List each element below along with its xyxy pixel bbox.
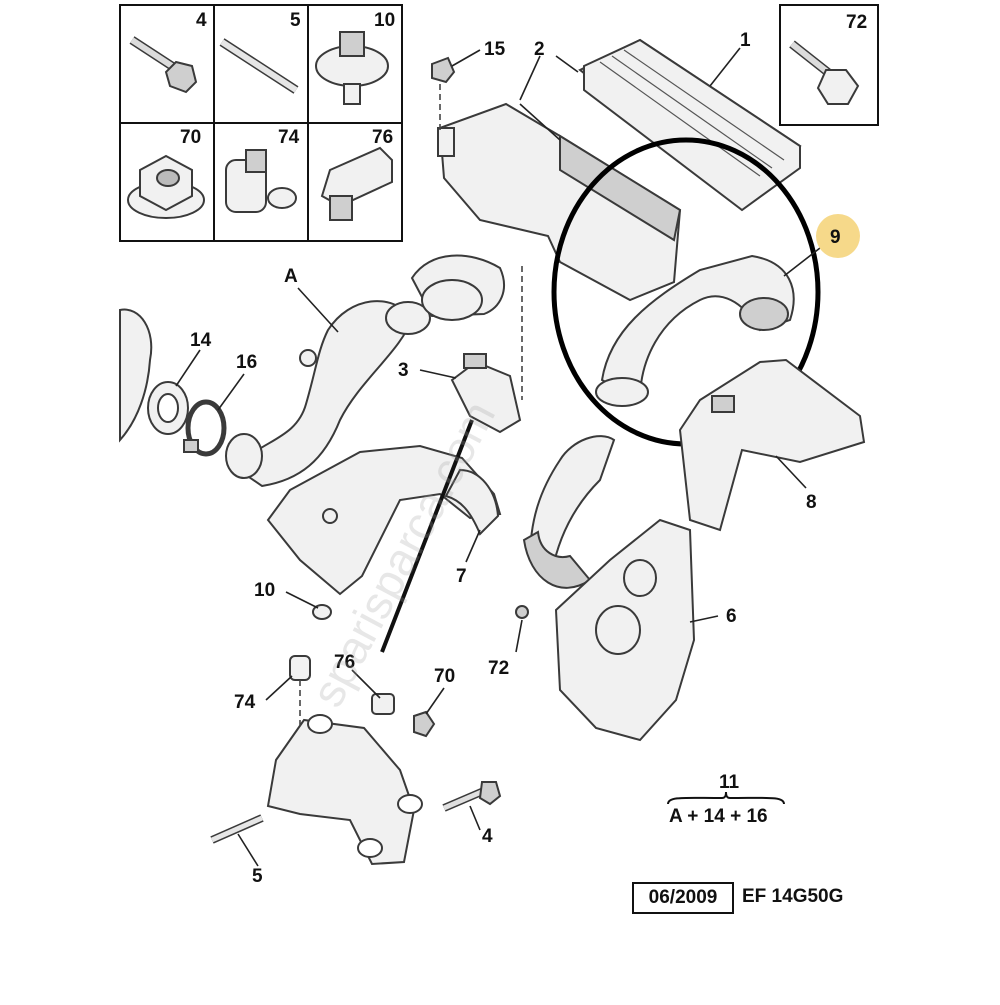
bracket-clip-icon [320,146,393,221]
callout-16: 16 [236,352,257,373]
grid-cell-72 [779,4,879,126]
sensor-3 [450,353,522,434]
grid-label-74: 74 [278,127,300,148]
callout-4: 4 [482,826,493,847]
bolt-4-lower [442,781,502,812]
clip-76-lower [371,693,395,715]
grid-label-4: 4 [196,10,207,31]
diagram-reference: EF 14G50G [742,886,844,907]
callout-70: 70 [434,666,455,687]
kit-number: 11 [719,772,740,793]
support-bracket [266,714,423,866]
intake-duct-7 [266,444,502,596]
air-duct-9 [595,254,795,407]
mass-airflow-housing [410,254,523,400]
grid-label-72: 72 [846,12,867,33]
bolt-icon [129,36,198,94]
air-filter-element [578,38,802,212]
callout-14: 14 [190,330,212,351]
stud-icon [219,38,299,94]
kit-brace [667,792,785,805]
hose-clip-icon [225,149,297,213]
callout-A: A [284,266,298,287]
callout-1: 1 [740,30,751,51]
callout-9: 9 [830,227,841,248]
nut-70-lower [413,710,436,738]
assembly-pointer [380,419,474,653]
callout-76: 76 [334,652,355,673]
bracket-6 [554,518,696,742]
callout-7: 7 [456,566,467,587]
corrugated-pipe [522,435,616,589]
revision-date: 06/2009 [632,882,734,914]
screw-72-lower [515,605,529,619]
nut-15-icon [431,56,456,130]
highlight-badge [816,214,860,258]
callout-10: 10 [254,580,275,601]
grid-cell-72-group: 72 [779,4,879,126]
leader-lines [175,47,821,867]
clip-74-lower [289,655,311,730]
engine-fragment [119,308,153,443]
inlet-hose-A [225,300,431,488]
hardware-grid: 4 5 10 70 74 76 [119,4,403,242]
flange-nut-icon [127,154,205,219]
air-filter-housing [437,102,682,302]
grid-label-10: 10 [374,10,395,31]
callout-5: 5 [252,866,263,887]
callout-72: 72 [488,658,509,679]
grid-label-76: 76 [372,127,393,148]
callout-2: 2 [534,39,545,60]
callout-74: 74 [234,692,256,713]
callout-6: 6 [726,606,737,627]
hose-clamp-16 [183,399,227,457]
seal-ring-14 [147,381,189,435]
kit-contents: A + 14 + 16 [669,806,768,827]
grid-label-5: 5 [290,10,301,31]
callout-15: 15 [484,39,506,60]
push-clip-icon [315,31,389,105]
callout-3: 3 [398,360,409,381]
screw-icon [789,40,860,105]
callout-8: 8 [806,492,817,513]
duct-bracket-8 [678,358,866,532]
stud-5-lower [210,814,264,844]
grid-label-70: 70 [180,127,201,148]
